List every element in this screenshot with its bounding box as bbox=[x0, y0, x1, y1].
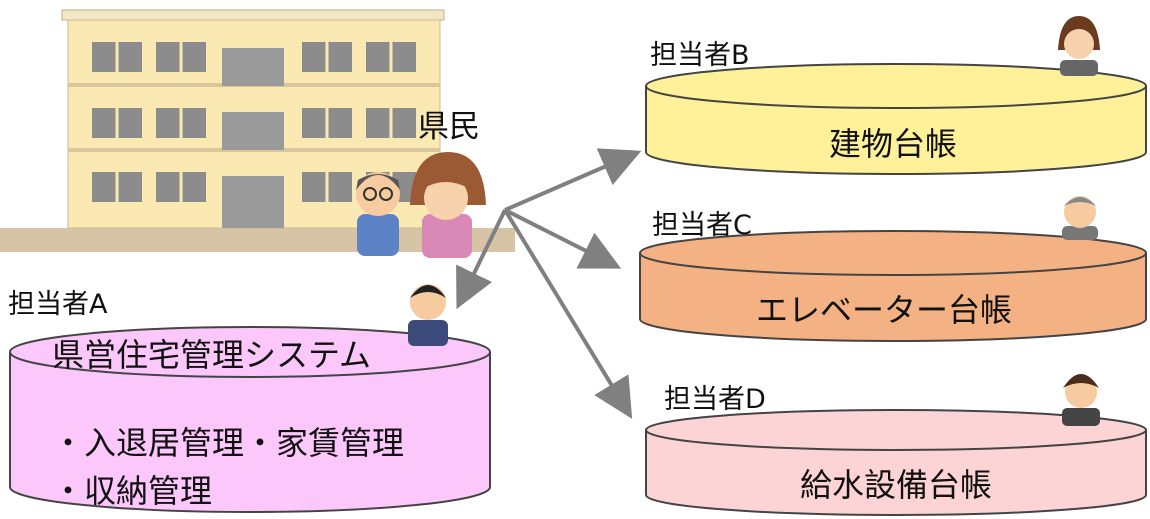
arrow-to-ledger-b bbox=[504, 148, 642, 212]
ledger-b-title: 建物台帳 bbox=[829, 125, 958, 163]
system-a-item-1: ・入退居管理・家賃管理 bbox=[52, 424, 405, 462]
system-a-item-2: ・収納管理 bbox=[52, 472, 213, 510]
staff-c-avatar-icon bbox=[1062, 196, 1098, 240]
ledger-d-database bbox=[645, 409, 1147, 516]
resident-man-icon bbox=[356, 172, 400, 256]
resident-woman-icon bbox=[410, 152, 486, 258]
staff-d-avatar-icon bbox=[1062, 374, 1100, 426]
arrow-to-ledger-d bbox=[503, 208, 633, 419]
apartment-building-icon bbox=[0, 9, 515, 252]
ledger-b-staff-label: 担当者B bbox=[650, 40, 750, 71]
ledger-b-database bbox=[645, 63, 1147, 175]
ledger-d-staff-label: 担当者D bbox=[664, 384, 766, 415]
system-a-staff-label: 担当者A bbox=[8, 289, 108, 320]
ledger-c-title: エレベーター台帳 bbox=[756, 291, 1013, 329]
inquiry-arrows bbox=[456, 148, 642, 419]
ledger-c-staff-label: 担当者C bbox=[652, 210, 752, 241]
arrow-to-ledger-c bbox=[504, 208, 622, 269]
resident-label: 県民 bbox=[418, 109, 480, 145]
ledger-c-database bbox=[639, 230, 1147, 342]
staff-b-avatar-icon bbox=[1058, 16, 1100, 76]
system-a-title: 県営住宅管理システム bbox=[52, 336, 372, 374]
staff-a-avatar-icon bbox=[408, 284, 448, 346]
arrow-to-system-a bbox=[456, 209, 507, 310]
system-a-database bbox=[9, 326, 491, 513]
ledger-d-title: 給水設備台帳 bbox=[800, 466, 993, 504]
